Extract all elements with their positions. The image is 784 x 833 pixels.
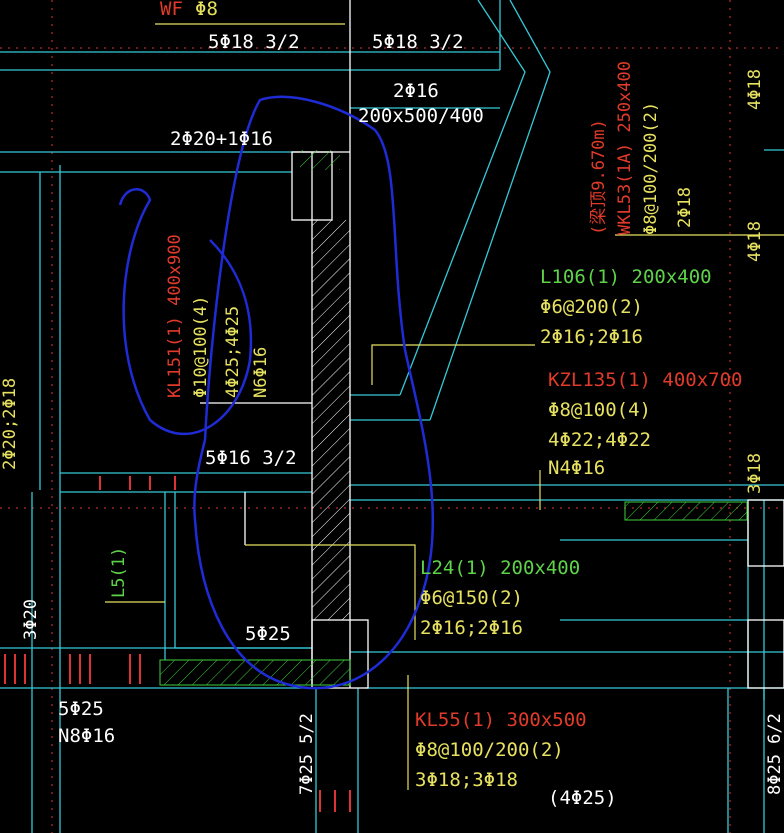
label-top-left-bar: 5Φ18 3/2	[208, 31, 300, 53]
column-outlines	[200, 0, 784, 689]
label-kl151-waist: N6Φ16	[251, 347, 271, 398]
label-left-3phi20: 3Φ20	[21, 599, 41, 640]
label-kl55-name: KL55(1) 300x500	[415, 709, 587, 731]
label-beam-200x500: 200x500/400	[358, 105, 484, 127]
label-l24-stirrup: Φ6@150(2)	[420, 587, 523, 609]
label-bottom-5phi25: 5Φ25	[58, 698, 104, 720]
label-wkl53-name: WKL53(1A) 250x400	[615, 61, 635, 235]
label-l24-name: L24(1) 200x400	[420, 557, 580, 579]
markup-loop-left	[118, 188, 253, 436]
label-l24-bars: 2Φ16;2Φ16	[420, 617, 523, 639]
label-kl55-bars: 3Φ18;3Φ18	[415, 769, 518, 791]
label-kl151-stirrup: Φ10@100(4)	[191, 296, 211, 398]
label-wkl53-elev: (梁顶9.670m)	[589, 119, 609, 235]
top-yellow-fragment: Φ8	[195, 0, 218, 20]
label-right-3phi18: 3Φ18	[745, 453, 765, 494]
label-right-4phi18-mid: 4Φ18	[745, 221, 765, 262]
label-right-8phi25: 8Φ25 6/2	[765, 713, 784, 795]
label-right-4phi18-top: 4Φ18	[745, 69, 765, 110]
label-l106-name: L106(1) 200x400	[540, 266, 712, 288]
leader-lines	[105, 23, 784, 790]
label-kzl135-stirrup: Φ8@100(4)	[548, 399, 651, 421]
label-wkl53-bars: 2Φ18	[675, 187, 695, 228]
markup-loop-center	[193, 95, 435, 690]
label-bottom-4phi25: (4Φ25)	[548, 787, 617, 809]
label-kl151-name: KL151(1) 400x900	[165, 234, 185, 398]
label-top-mid-bar: 5Φ18 3/2	[372, 31, 464, 53]
label-bottom-n8phi16: N8Φ16	[58, 725, 115, 747]
top-red-fragment: WF	[160, 0, 183, 20]
label-l5: L5(1)	[109, 547, 129, 598]
rebar-ticks	[4, 476, 351, 812]
label-kzl135-bars: 4Φ22;4Φ22	[548, 429, 651, 451]
label-kzl135-waist: N4Φ16	[548, 457, 605, 479]
label-5phi25: 5Φ25	[245, 623, 291, 645]
hatched-column	[312, 220, 350, 620]
label-wkl53-stirrup: Φ8@100/200(2)	[641, 102, 661, 235]
label-kl55-stirrup: Φ8@100/200(2)	[415, 739, 564, 761]
label-kzl135-name: KZL135(1) 400x700	[548, 369, 742, 391]
label-l106-stirrup: Φ6@200(2)	[540, 296, 643, 318]
hatched-slab-right	[624, 501, 748, 521]
label-kl151-bars: 4Φ25;4Φ25	[223, 306, 243, 398]
hatched-slab-edge	[159, 659, 351, 686]
label-beam-2phi16: 2Φ16	[393, 80, 439, 102]
label-bottom-7phi25: 7Φ25 5/2	[297, 713, 317, 795]
label-left-2phi20: 2Φ20;2Φ18	[0, 378, 20, 470]
label-mid-5phi16: 5Φ16 3/2	[205, 447, 297, 469]
label-beam-2phi20: 2Φ20+1Φ16	[170, 128, 273, 150]
label-l106-bars: 2Φ16;2Φ16	[540, 326, 643, 348]
hatched-top	[300, 150, 340, 170]
